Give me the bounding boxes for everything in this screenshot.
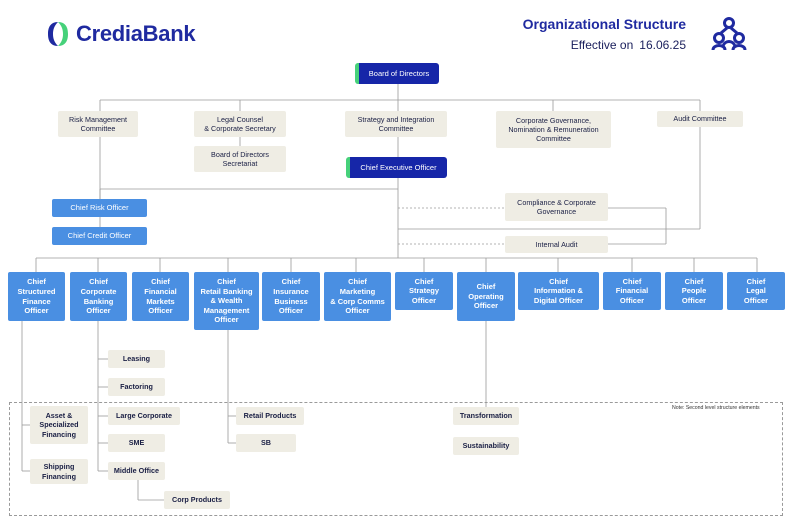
unit-middle-office[interactable]: Middle Office	[108, 462, 165, 480]
chief-financial-officer-node[interactable]: Chief Financial Officer	[603, 272, 661, 310]
chief-insurance-business-node[interactable]: Chief Insurance Business Officer	[262, 272, 320, 321]
ceo-node[interactable]: Chief Executive Officer	[346, 157, 447, 178]
second-level-note: Note: Second level structure elements	[672, 405, 760, 411]
committee-corporate-governance[interactable]: Corporate Governance, Nomination & Remun…	[496, 111, 611, 148]
chief-financial-markets-node[interactable]: Chief Financial Markets Officer	[132, 272, 189, 321]
compliance-governance-node[interactable]: Compliance & Corporate Governance	[505, 193, 608, 221]
effective-date: 16.06.25	[639, 38, 686, 52]
chief-corporate-banking-node[interactable]: Chief Corporate Banking Officer	[70, 272, 127, 321]
unit-sustainability[interactable]: Sustainability	[453, 437, 519, 455]
chief-information-digital-node[interactable]: Chief Information & Digital Officer	[518, 272, 599, 310]
unit-sb[interactable]: SB	[236, 434, 296, 452]
committee-legal-counsel[interactable]: Legal Counsel & Corporate Secretary	[194, 111, 286, 137]
brand-name: CrediaBank	[76, 21, 196, 46]
brand-logo: CrediaBank	[46, 20, 196, 48]
chief-retail-banking-node[interactable]: Chief Retail Banking & Wealth Management…	[194, 272, 259, 330]
chief-credit-officer-node[interactable]: Chief Credit Officer	[52, 227, 147, 245]
effective-line: Effective on 16.06.25	[523, 38, 686, 52]
unit-large-corporate[interactable]: Large Corporate	[108, 407, 180, 425]
board-of-directors-node[interactable]: Board of Directors	[355, 63, 439, 84]
chief-structured-finance-node[interactable]: Chief Structured Finance Officer	[8, 272, 65, 321]
second-level-frame	[9, 402, 783, 516]
chief-people-node[interactable]: Chief People Officer	[665, 272, 723, 310]
unit-leasing[interactable]: Leasing	[108, 350, 165, 368]
committee-strategy-integration[interactable]: Strategy and Integration Committee	[345, 111, 447, 137]
people-group-icon	[711, 17, 747, 51]
committee-audit[interactable]: Audit Committee	[657, 111, 743, 127]
unit-asset-specialized-financing[interactable]: Asset & Specialized Financing	[30, 406, 88, 444]
internal-audit-node[interactable]: Internal Audit	[505, 236, 608, 253]
effective-label: Effective on	[570, 38, 634, 52]
unit-retail-products[interactable]: Retail Products	[236, 407, 304, 425]
unit-corp-products[interactable]: Corp Products	[164, 491, 230, 509]
page-title-block: Organizational Structure Effective on 16.…	[523, 16, 686, 52]
crediabank-logo-icon	[48, 22, 68, 46]
unit-transformation[interactable]: Transformation	[453, 407, 519, 425]
chief-marketing-node[interactable]: Chief Marketing & Corp Comms Officer	[324, 272, 391, 321]
unit-shipping-financing[interactable]: Shipping Financing	[30, 459, 88, 484]
unit-factoring[interactable]: Factoring	[108, 378, 165, 396]
chief-operating-node[interactable]: Chief Operating Officer	[457, 272, 515, 321]
page-title: Organizational Structure	[522, 16, 686, 32]
chief-risk-officer-node[interactable]: Chief Risk Officer	[52, 199, 147, 217]
chief-strategy-node[interactable]: Chief Strategy Officer	[395, 272, 453, 310]
committee-risk-management[interactable]: Risk Management Committee	[58, 111, 138, 137]
unit-sme[interactable]: SME	[108, 434, 165, 452]
board-secretariat-node[interactable]: Board of Directors Secretariat	[194, 146, 286, 172]
chief-legal-node[interactable]: Chief Legal Officer	[727, 272, 785, 310]
